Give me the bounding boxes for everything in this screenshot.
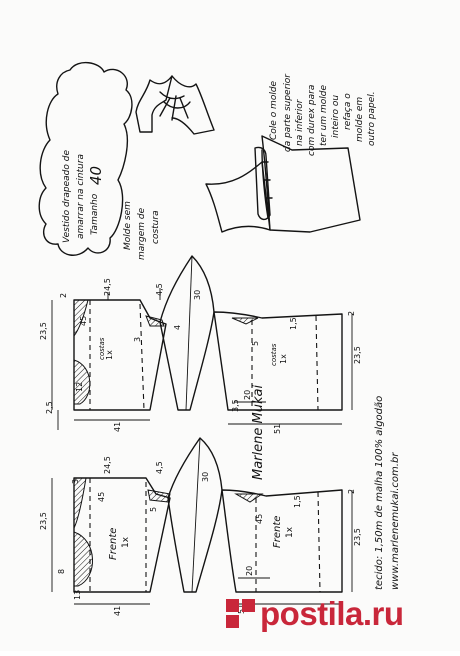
glue-note-line-6: inteiro ou: [331, 95, 341, 138]
glue-note-line-4: com durex para: [307, 85, 317, 156]
seam-note-line-2: margem de: [137, 207, 147, 260]
seam-allowance-note: Molde sem margem de costura: [123, 201, 161, 260]
logo-square: [242, 599, 255, 612]
dim-label: 24,5: [103, 456, 112, 474]
title-line-1: Vestido drapeado de: [62, 150, 72, 243]
dim-label: 23,5: [353, 528, 362, 546]
title-line-2: amarrar na cintura: [76, 154, 86, 239]
glue-note-line-7: refaça o: [343, 93, 353, 130]
dim-label: 24,5: [103, 278, 112, 296]
dim-label: 4,5: [155, 461, 164, 474]
dim-label: 30: [201, 472, 210, 482]
upper-right-piece-label: costas: [270, 343, 278, 366]
lower-right-piece-qty: 1x: [285, 526, 295, 538]
dress-sketch: [135, 75, 215, 135]
logo-square: [226, 615, 239, 628]
dim-label: 20: [245, 566, 254, 576]
title-line-3: Tamanho: [90, 193, 100, 235]
website-note: www.marlenemukai.com.br: [390, 452, 401, 590]
postila-logo-icon: [226, 599, 256, 629]
dim-label: 1,5: [293, 495, 302, 508]
dim-label: 41: [113, 606, 122, 616]
dim-label: 51: [237, 604, 246, 614]
dim-label: 45: [97, 492, 106, 502]
dim-label: 2: [59, 293, 68, 298]
dim-label: 4,5: [155, 283, 164, 296]
glue-note-line-3: na inferior: [295, 98, 305, 146]
glue-note: Cole o molde da parte superior na inferi…: [269, 73, 377, 156]
author-signature: Marlene Mukai: [251, 385, 266, 480]
seam-note-line-3: costura: [151, 210, 161, 244]
dim-label: 41: [113, 422, 122, 432]
upper-left-piece-label: costas: [98, 337, 106, 360]
dim-label: 3,5: [231, 399, 240, 412]
dim-label: 2: [347, 311, 356, 316]
glue-note-line-5: ter um molde: [319, 85, 329, 146]
upper-right-piece: 20 51 23,5 2 1,5 5 3,5 costas 1x: [213, 311, 362, 434]
glue-note-line-1: Cole o molde: [269, 80, 279, 140]
dim-label: 45: [255, 514, 264, 524]
dim-label: 23,5: [39, 322, 48, 340]
dim-label: 5: [251, 341, 260, 346]
dim-label: 23,5: [353, 346, 362, 364]
logo-square: [226, 599, 239, 612]
brand-watermark: postila.ru: [226, 588, 456, 640]
seam-note-line-1: Molde sem: [123, 201, 133, 250]
dim-label: 45: [79, 316, 88, 326]
dim-label: 8: [57, 569, 66, 574]
assembly-sketch: [205, 135, 361, 233]
upper-left-piece-qty: 1x: [105, 350, 114, 360]
fabric-note: tecido: 1,50m de malha 100% algodão: [374, 396, 385, 590]
lower-right-piece-label: Frente: [272, 516, 283, 548]
upper-left-piece: 23,5 2 24,5 4,5 2,5 41 45 3 12 costas 1x: [39, 278, 167, 432]
title-cloud: Vestido drapeado de amarrar na cintura T…: [38, 62, 133, 256]
lower-left-piece-qty: 1x: [121, 536, 131, 548]
dim-label: 12: [75, 382, 84, 392]
dim-label: 20: [243, 390, 252, 400]
dim-label: 1,5: [289, 317, 298, 330]
dim-label: 2: [347, 489, 356, 494]
dim-label: 51: [273, 424, 282, 434]
glue-note-line-9: outro papel.: [367, 91, 377, 146]
upper-pattern-row: 23,5 2 24,5 4,5 2,5 41 45 3 12 costas 1x…: [39, 255, 362, 434]
lower-tie-strap: 30: [167, 437, 223, 593]
brand-name: postila.ru: [260, 595, 404, 632]
lower-left-piece: 23,5 8 41 3 24,5 4,5 45 5 13 Frente 1x: [39, 456, 171, 616]
lower-left-piece-label: Frente: [108, 528, 119, 560]
lower-pattern-row: 23,5 8 41 3 24,5 4,5 45 5 13 Frente 1x 3…: [39, 437, 362, 616]
dim-label: 23,5: [39, 512, 48, 530]
upper-tie-strap: 30 4: [159, 255, 215, 411]
glue-note-line-2: da parte superior: [283, 73, 293, 152]
dim-label: 13: [73, 590, 82, 600]
dim-label: 3: [71, 479, 80, 484]
title-size: 40: [87, 166, 105, 185]
glue-note-line-8: molde em: [355, 97, 365, 142]
dim-label: 3: [133, 337, 142, 342]
dim-label: 30: [193, 290, 202, 300]
dim-label: 2,5: [45, 401, 54, 414]
dim-label: 5: [149, 507, 158, 512]
dim-label: 4: [173, 325, 182, 330]
upper-right-piece-qty: 1x: [279, 354, 288, 364]
